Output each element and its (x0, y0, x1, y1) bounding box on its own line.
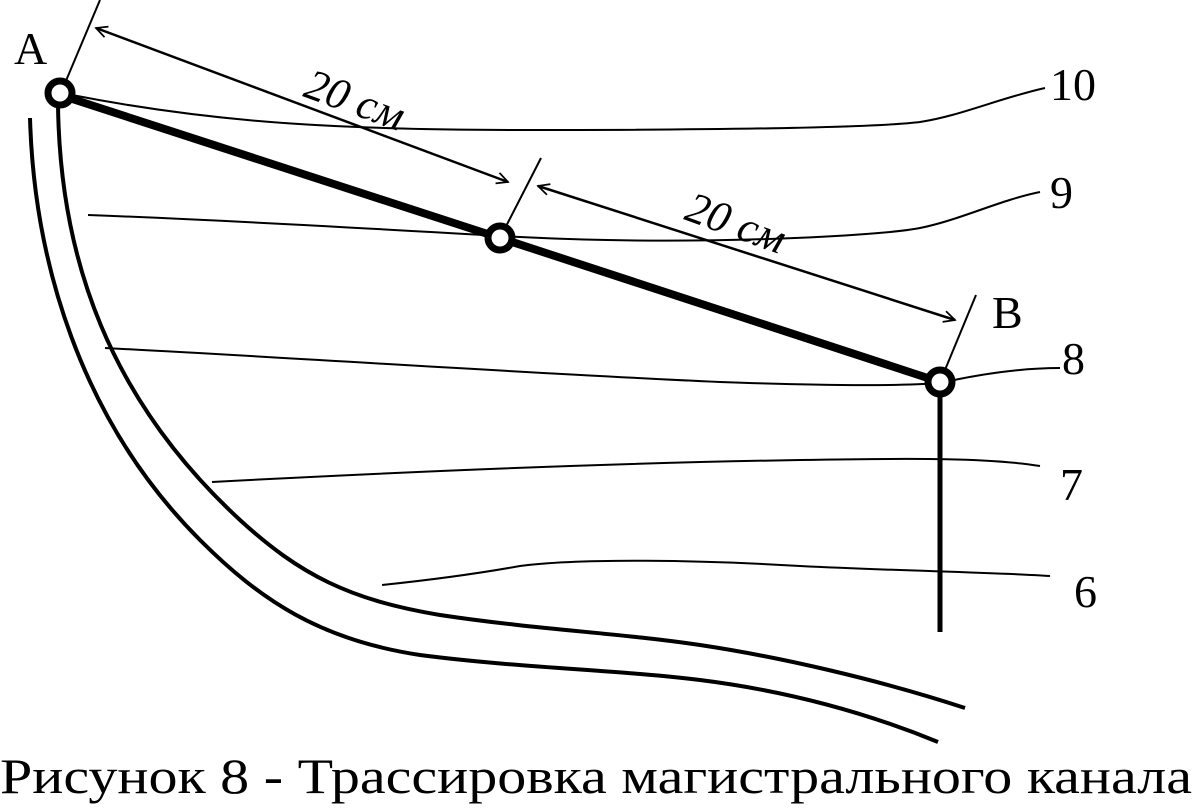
river-bank-outer (28, 117, 939, 744)
point-a-label: A (14, 23, 47, 74)
figure-caption: Рисунок 8 - Трассировка магистрального к… (0, 748, 1192, 804)
dimension-arrows (96, 28, 955, 320)
river (28, 104, 966, 744)
point-b-marker (924, 366, 956, 398)
contour-label-9: 9 (1050, 167, 1073, 218)
contour-line-10 (71, 87, 1046, 132)
point-a-marker (44, 77, 76, 109)
contour-label-6: 6 (1074, 566, 1097, 617)
river-bank-inner (56, 104, 966, 710)
contour-label-7: 7 (1060, 459, 1083, 510)
divider-marks (59, 0, 977, 383)
contour-label-10: 10 (1050, 59, 1096, 110)
distance-label-first: 20 см (299, 59, 412, 140)
dimension-arrow-second (538, 186, 955, 320)
point-mid-marker (484, 222, 516, 254)
distance-label-second: 20 см (680, 182, 793, 263)
canal-segment-mid-b (496, 234, 944, 386)
contour-line-8 (104, 347, 1061, 387)
tick-mark-b (939, 294, 977, 383)
contour-line-6 (381, 559, 1051, 586)
route-points (44, 77, 956, 398)
contour-label-8: 8 (1062, 333, 1085, 384)
dimension-arrow-first (96, 28, 508, 182)
canal-route (56, 91, 944, 632)
contour-line-9 (87, 191, 1041, 242)
contour-line-7 (211, 457, 1041, 483)
point-b-label: B (992, 287, 1023, 338)
contour-lines (71, 87, 1061, 586)
